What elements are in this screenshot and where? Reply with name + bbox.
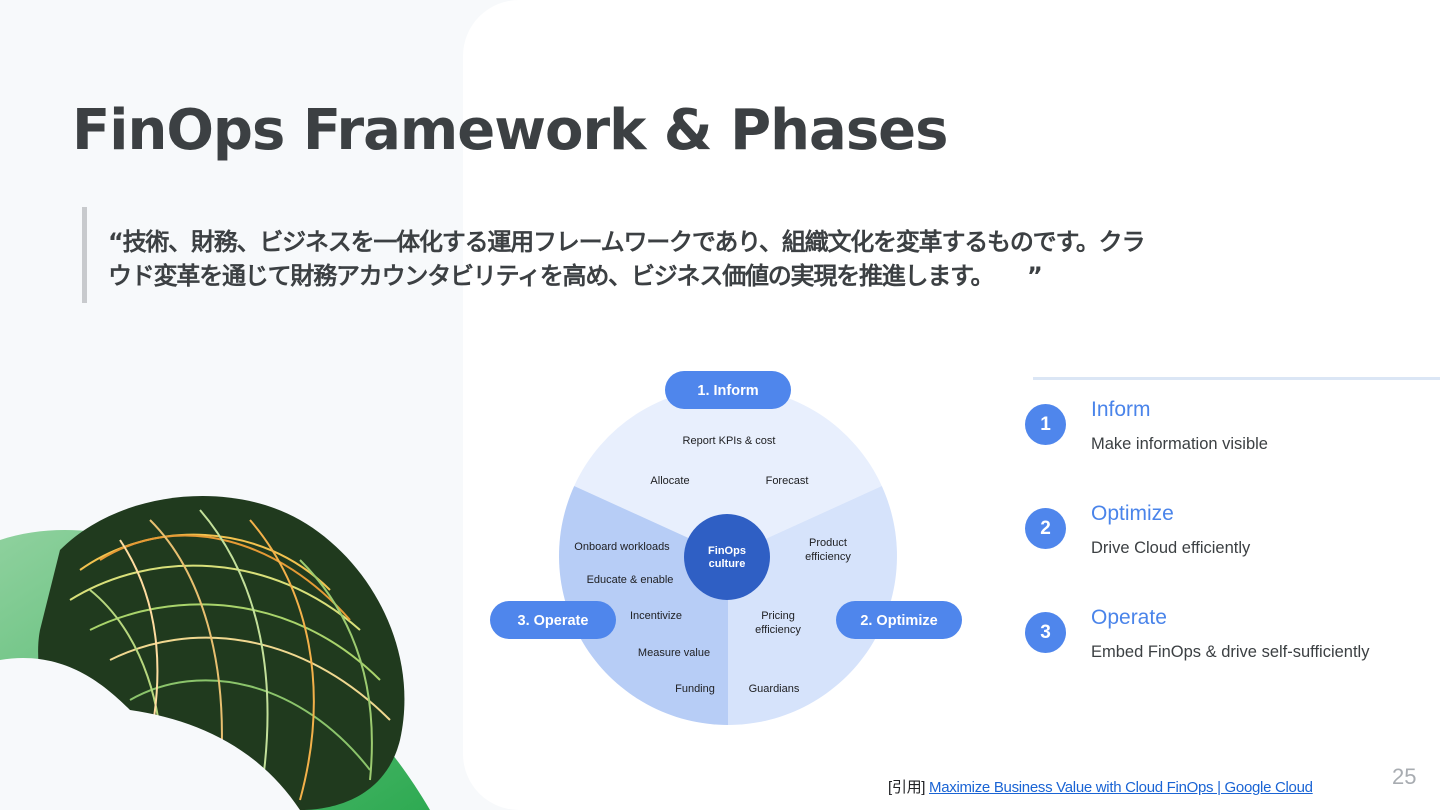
phase-inform: 1 Inform Make information visible	[1025, 398, 1425, 484]
phase-optimize: 2 Optimize Drive Cloud efficiently	[1025, 502, 1425, 588]
operate-pill-label: 3. Operate	[518, 613, 589, 629]
phase-description: Embed FinOps & drive self-sufficiently	[1091, 643, 1370, 661]
phase-operate: 3 Operate Embed FinOps & drive self-suff…	[1025, 606, 1425, 692]
phase-number-badge: 2	[1025, 508, 1066, 549]
optimize-item-product-2: efficiency	[805, 551, 851, 563]
operate-item-measure: Measure value	[638, 647, 710, 659]
slide-title: FinOps Framework & Phases	[72, 98, 948, 163]
finops-diagram: FinOps culture 1. Inform 2. Optimize 3. …	[490, 371, 962, 725]
quote-line-1: “技術、財務、ビジネスを一体化する運用フレームワークであり、組織文化を変革するも…	[108, 228, 1145, 256]
center-label-line-2: culture	[709, 558, 746, 570]
inform-pill	[665, 371, 791, 409]
optimize-pill	[836, 601, 962, 639]
finops-culture-circle	[684, 514, 770, 600]
optimize-item-guardians: Guardians	[749, 683, 800, 695]
citation-link[interactable]: Maximize Business Value with Cloud FinOp…	[929, 779, 1313, 796]
quote: “技術、財務、ビジネスを一体化する運用フレームワークであり、組織文化を変革するも…	[108, 225, 1288, 293]
inform-sector	[574, 387, 882, 556]
operate-pill	[490, 601, 616, 639]
phase-name: Inform	[1091, 398, 1151, 421]
optimize-item-pricing-2: efficiency	[755, 624, 801, 636]
optimize-item-pricing-1: Pricing	[761, 610, 795, 622]
divider-line	[1033, 377, 1440, 380]
operate-item-educate: Educate & enable	[587, 574, 674, 586]
center-label-line-1: FinOps	[708, 545, 746, 557]
phase-description: Drive Cloud efficiently	[1091, 539, 1251, 557]
inform-item-allocate: Allocate	[650, 475, 689, 487]
citation-prefix: [引用]	[888, 779, 926, 796]
phase-number-badge: 3	[1025, 612, 1066, 653]
optimize-item-product-1: Product	[809, 537, 847, 549]
operate-item-incentivize: Incentivize	[630, 610, 682, 622]
optimize-pill-label: 2. Optimize	[860, 613, 937, 629]
quote-line-2: ウド変革を通じて財務アカウンタビリティを高め、ビジネス価値の実現を推進します。 …	[108, 262, 1043, 290]
phase-number-badge: 1	[1025, 404, 1066, 445]
operate-item-onboard: Onboard workloads	[574, 541, 670, 553]
page-number: 25	[1392, 764, 1417, 789]
optimize-sector	[728, 486, 897, 725]
phase-name: Optimize	[1091, 502, 1174, 525]
inform-pill-label: 1. Inform	[697, 383, 758, 399]
phase-name: Operate	[1091, 606, 1167, 629]
inform-item-forecast: Forecast	[766, 475, 809, 487]
operate-item-funding: Funding	[675, 683, 715, 695]
decorative-illustration	[0, 496, 430, 810]
phase-description: Make information visible	[1091, 435, 1268, 453]
inform-item-report: Report KPIs & cost	[683, 435, 776, 447]
quote-bar	[82, 207, 87, 303]
citation: [引用] Maximize Business Value with Cloud …	[888, 776, 1313, 797]
